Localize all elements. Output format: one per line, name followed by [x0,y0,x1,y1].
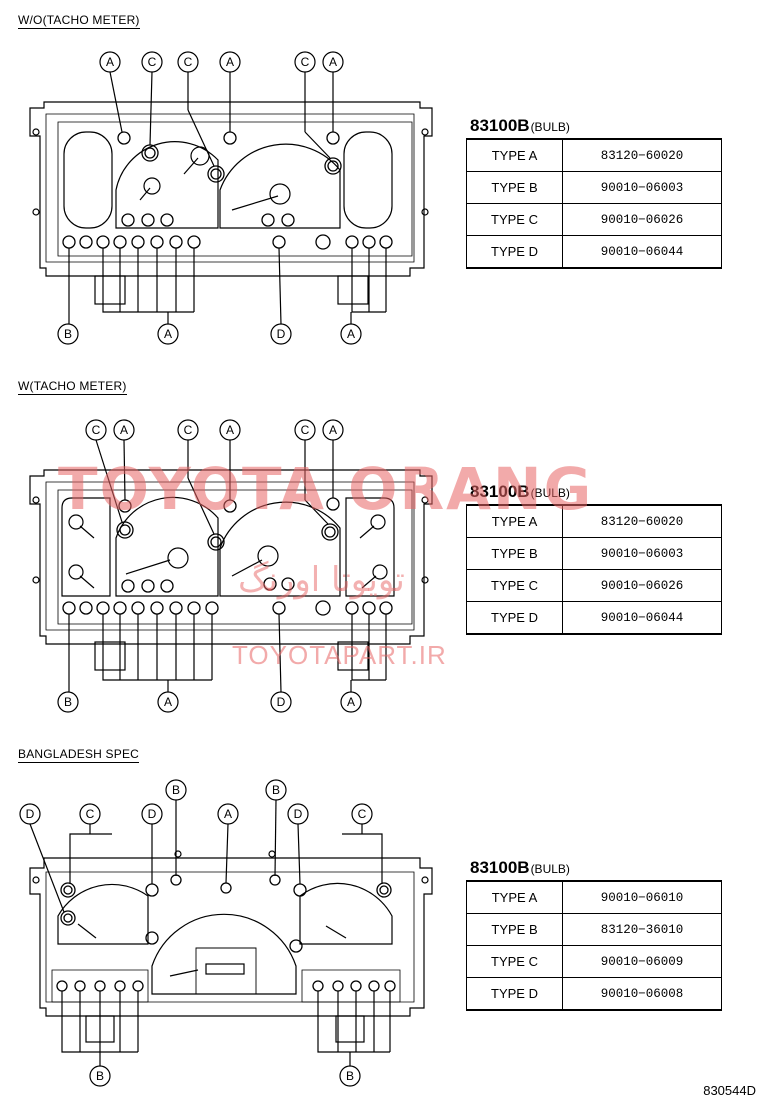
bulb-type: TYPE B [466,171,563,204]
bulb-type: TYPE D [466,977,563,1011]
bulb-number: 90010−06008 [562,977,722,1011]
callout-label: A [164,695,172,709]
cluster-diagram-w-tacho: C A C A C A B A D A [29,419,433,713]
bulb-heading: 83100B(BULB) [470,116,570,136]
callout-label: C [92,423,101,437]
callout-label: A [120,423,128,437]
callout-label: A [106,55,114,69]
bulb-heading: 83100B(BULB) [470,858,570,878]
bulb-number: 83120−60020 [562,504,722,538]
callout-label: D [294,807,303,821]
callout-label: D [277,695,286,709]
bulb-type: TYPE D [466,235,563,269]
callout-label: A [226,423,234,437]
cluster-diagram-bangladesh: D C D B A B D C B B [19,779,433,1087]
callout-label: A [164,327,172,341]
part-number: 83100B [470,116,530,135]
callout-label: D [26,807,35,821]
bulb-type: TYPE B [466,913,563,946]
bulb-heading: 83100B(BULB) [470,482,570,502]
callout-label: A [329,423,337,437]
bulb-type: TYPE A [466,880,563,914]
part-unit: (BULB) [530,862,570,876]
callout-label: C [301,423,310,437]
callout-label: D [148,807,157,821]
bulb-number: 83120−36010 [562,913,722,946]
bulb-number: 90010−06044 [562,601,722,635]
callout-label: D [277,327,286,341]
callout-label: C [148,55,157,69]
callout-label: A [226,55,234,69]
part-unit: (BULB) [530,120,570,134]
callout-label: A [329,55,337,69]
bulb-number: 90010−06044 [562,235,722,269]
callout-label: B [272,783,280,797]
callout-label: C [184,423,193,437]
part-number: 83100B [470,482,530,501]
figure-code: 830544D [703,1083,756,1098]
callout-label: B [64,327,72,341]
callout-label: A [347,327,355,341]
callout-label: B [346,1069,354,1083]
bulb-type: TYPE C [466,945,563,978]
section-title-bangladesh: BANGLADESH SPEC [18,747,140,763]
bulb-number: 90010−06010 [562,880,722,914]
bulb-number: 90010−06003 [562,171,722,204]
bulb-type: TYPE D [466,601,563,635]
part-number: 83100B [470,858,530,877]
callout-label: A [347,695,355,709]
bulb-number: 90010−06026 [562,569,722,602]
bulb-type: TYPE A [466,138,563,172]
callout-label: C [86,807,95,821]
bulb-type: TYPE B [466,537,563,570]
bulb-number: 90010−06003 [562,537,722,570]
callout-label: B [96,1069,104,1083]
bulb-number: 90010−06026 [562,203,722,236]
callout-label: A [224,807,232,821]
part-unit: (BULB) [530,486,570,500]
bulb-type: TYPE C [466,569,563,602]
bulb-type: TYPE A [466,504,563,538]
callout-label: C [301,55,310,69]
bulb-number: 83120−60020 [562,138,722,172]
callout-label: B [64,695,72,709]
callout-label: B [172,783,180,797]
callout-label: C [358,807,367,821]
callout-label: C [184,55,193,69]
bulb-number: 90010−06009 [562,945,722,978]
cluster-diagram-wo-tacho: A C C A C A B A D A [29,51,433,345]
section-title-wo-tacho: W/O(TACHO METER) [18,13,140,29]
section-title-w-tacho: W(TACHO METER) [18,379,127,395]
bulb-type: TYPE C [466,203,563,236]
